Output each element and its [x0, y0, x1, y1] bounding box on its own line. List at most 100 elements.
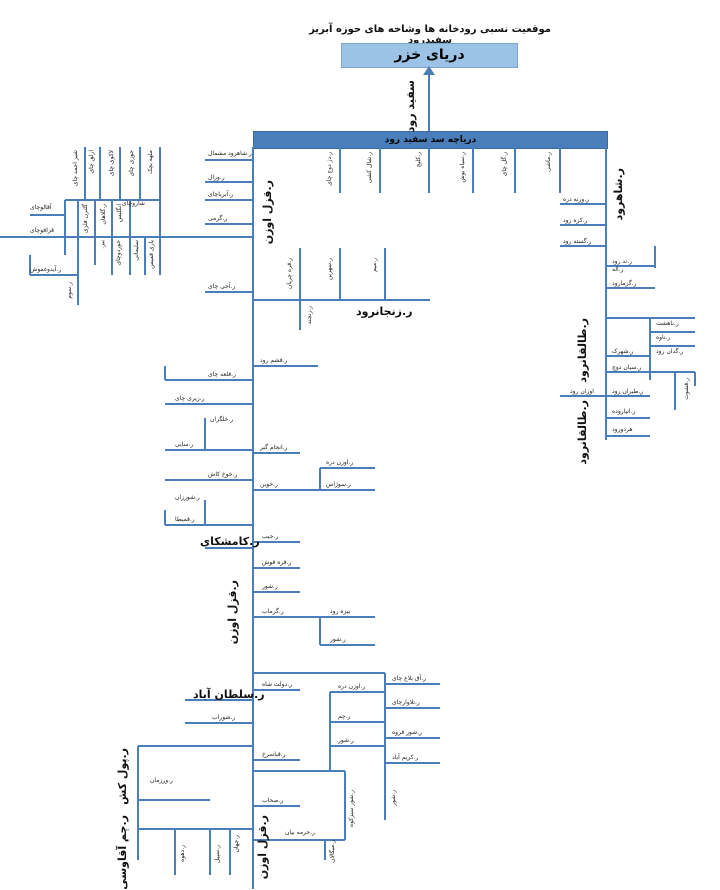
branch-label: ر.زنجند — [306, 306, 313, 325]
branch-label: ر.تلاوارچای — [392, 699, 420, 706]
taleghan2-label: ر.طالقانرود — [576, 400, 589, 465]
branch-label: ر.صحاب — [262, 797, 284, 804]
branch-label: سلیمانی — [133, 240, 140, 261]
branch-label: ر.قمیطا — [175, 516, 195, 523]
branch-label: ر.سوژاس — [326, 481, 351, 488]
diagram-title: موقعیت نسبی رودخانه ها وشاخه های حوزه آب… — [309, 24, 551, 46]
branch-label: ارلق چای — [88, 150, 95, 174]
branch-label: یاری قمیس — [148, 240, 155, 269]
branch-label: ر.اوزن دره — [338, 683, 366, 690]
branch-label: ر.شور — [262, 583, 278, 590]
branch-label: بیر. — [99, 240, 106, 249]
branch-label: ر.شورزان — [175, 494, 200, 501]
branch-label: ر.شاهرود مشمال — [208, 150, 252, 157]
branch-label: ر.قشم رود — [260, 357, 288, 364]
branch-label: ر.قره چریان — [286, 258, 293, 289]
branch-label: ر.آجی چای — [208, 283, 236, 290]
ghezel-mid-label: ر.قزل اوزن — [226, 580, 239, 645]
branch-label: ر.اله — [612, 266, 624, 273]
branch-label: بیزه رود — [330, 608, 351, 615]
branch-label: حوردوچای — [115, 240, 122, 266]
branch-label: ر.گسته رود — [563, 238, 592, 245]
branch-label: انگلیس — [116, 204, 123, 223]
branch-label: اوزان رود — [570, 388, 594, 395]
branch-label: ر.آق بلاغ چای — [392, 675, 427, 682]
branch-label: ر.میگالان — [329, 840, 336, 863]
branch-label: ر.ورال — [208, 174, 225, 181]
branch-label: ر.کریم آباد — [392, 754, 419, 761]
shahrud-label: ر.شاهرود — [612, 168, 625, 221]
branch-label: شاروچای — [122, 200, 145, 207]
branch-label: ر.خلگران — [210, 416, 234, 423]
branch-label: ر.شور — [338, 737, 354, 744]
branch-label: ر.آیدوغموش — [30, 266, 62, 273]
branch-label: ر.سایی — [175, 441, 194, 448]
branch-label: آقالوچای — [30, 204, 52, 211]
branch-label: ر.شال کشی — [366, 152, 373, 184]
sefidrud-label: سفید رود — [404, 80, 417, 133]
arrow-head-icon — [423, 66, 435, 75]
cham-label: ر.چم آقاوسی — [116, 815, 129, 890]
branch-label: ر.قباسرخ — [262, 751, 286, 758]
ghezel-top-label: ر.قزل اوزن — [261, 180, 274, 245]
polkesh-label: ر.پول کش — [116, 748, 129, 805]
taleghan-label: ر.طالقانرود — [576, 318, 589, 383]
ghezel-bottom-label: ر.قزل اوزن — [256, 815, 269, 880]
kamishgai-label: ر.کامشکای — [200, 535, 260, 548]
branch-label: شیر احمد چای — [72, 150, 79, 187]
soltanabad-label: ر.سلطان آباد — [193, 688, 265, 701]
branch-label: ر.شور سبزکوه — [348, 790, 355, 827]
branch-label: ر.سوم — [66, 282, 73, 299]
branch-label: ر.فشوت — [683, 378, 690, 400]
branch-label: ر.قره قوش — [262, 559, 292, 566]
branch-label: ر.سپیل — [214, 845, 221, 863]
branch-label: قزاقوچای — [30, 227, 55, 234]
branch-label: ر.کلیج — [415, 152, 422, 168]
branch-label: ر.گلاهان — [100, 204, 107, 225]
branch-label: جوری چای — [128, 150, 135, 177]
branch-label: ر.گدان رود — [656, 348, 684, 355]
branch-label: ر.سیاه بوش — [459, 152, 466, 183]
branch-label: ر.حرمه بیان — [285, 829, 315, 836]
branch-label: ر.شور قروه — [392, 729, 422, 736]
branch-label: ر.ند رود — [612, 258, 632, 265]
branch-label: گلنرن فلزی — [82, 204, 89, 234]
branch-label: ر.شور — [330, 636, 346, 643]
branch-label: ر.گرمارود — [612, 280, 637, 287]
branch-label: ر.ماشی — [545, 152, 552, 172]
branch-label: ر.گل چای — [501, 152, 508, 177]
branch-label: هردورود — [612, 426, 633, 433]
branch-label: ر.ورزمان — [150, 777, 173, 784]
dam-lake-box: دریاچه سد سفید رود — [253, 131, 608, 149]
branch-label: ر.شوراب — [212, 714, 236, 721]
branch-label: ر.دژ دوج چای — [326, 152, 333, 186]
branch-label: ر.خوین — [260, 481, 278, 488]
branch-label: ر.خوخ کاش — [208, 471, 238, 478]
branch-label: ر.انیاروده — [612, 408, 636, 415]
branch-label: ر.آبریاچای — [208, 191, 234, 198]
branch-label: ر.زیری چای — [175, 395, 205, 402]
branch-label: ر.کره رود — [563, 217, 588, 224]
branch-label: ر.انجام گیر — [260, 444, 288, 451]
branch-label: ر.چم — [338, 713, 351, 720]
branch-label: ر.سهرین — [326, 258, 333, 281]
branch-label: ر.گرمی — [208, 215, 228, 222]
branch-label: ر.دهوه — [179, 845, 186, 862]
branch-label: ر.گرماب — [262, 608, 284, 615]
branch-label: ر.طیران رود — [612, 388, 644, 395]
branch-label: ر.ناهشت — [656, 320, 679, 327]
branch-label: ر.وزنه دره — [563, 196, 590, 203]
branch-label: ر.شهرک — [612, 348, 634, 355]
branch-label: ر.شور — [390, 790, 397, 806]
branch-label: ر.میم — [371, 258, 378, 272]
branch-label: ملهه بچک — [147, 150, 154, 175]
branch-label: ر.اوزن دره — [326, 459, 354, 466]
branch-label: ر.جهان — [233, 835, 240, 853]
branch-label: لاکوی چای — [108, 150, 115, 177]
branch-label: ر.سیان دوچ — [612, 364, 642, 371]
branch-label: ر.دولت شاه — [262, 681, 292, 688]
branch-label: ر.قلعه چای — [208, 371, 236, 378]
branch-label: ر.جیب — [262, 533, 279, 540]
